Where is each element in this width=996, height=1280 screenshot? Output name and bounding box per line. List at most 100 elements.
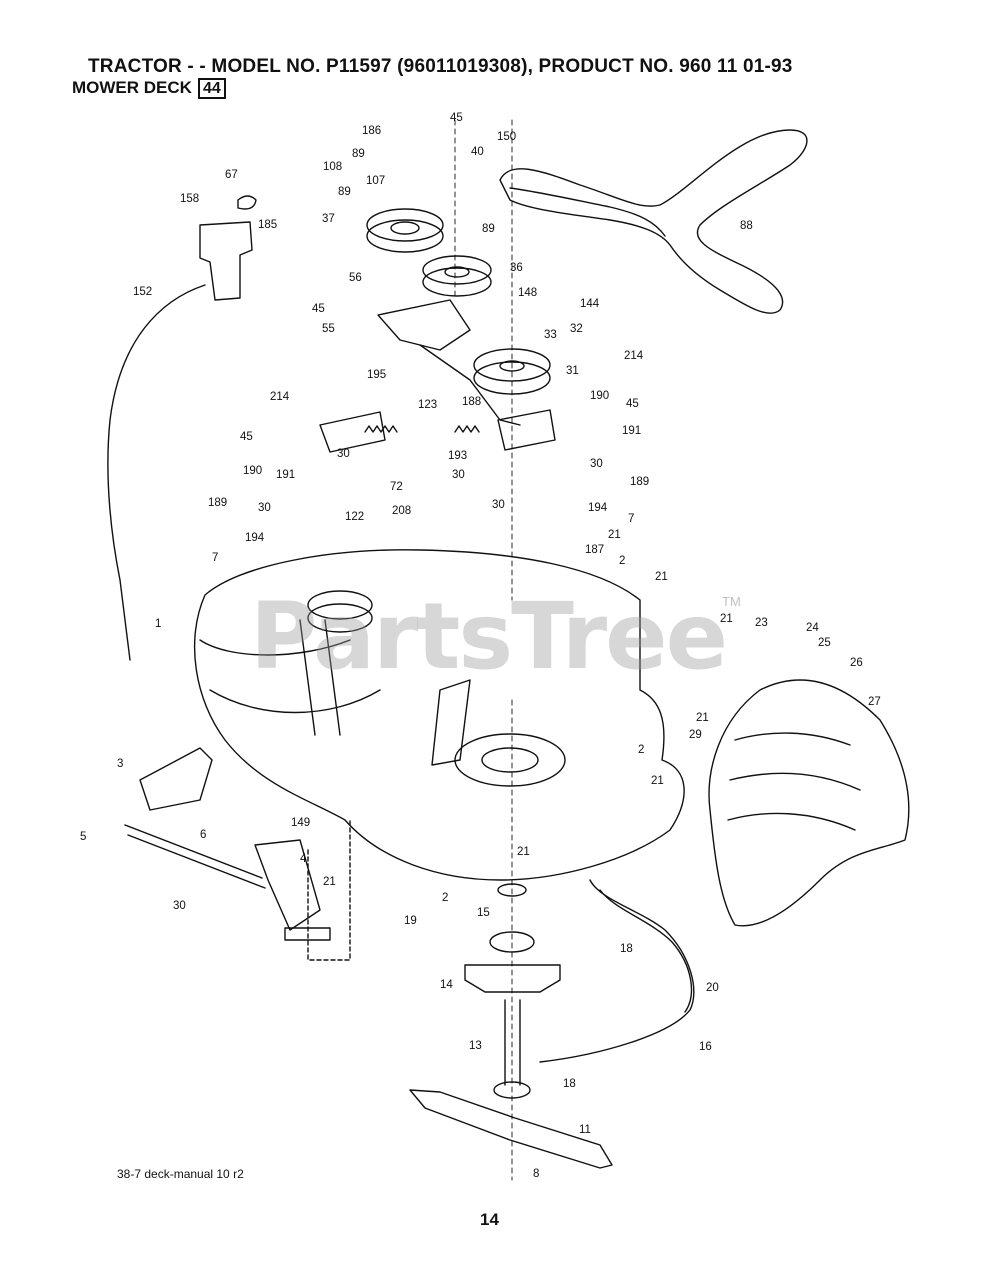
part-label: 186 (362, 125, 381, 137)
section-label: MOWER DECK (72, 78, 192, 97)
part-label: 21 (655, 571, 668, 583)
page-number: 14 (480, 1210, 499, 1229)
part-label: 21 (651, 775, 664, 787)
belt-drawing (499, 129, 808, 314)
part-label: 40 (471, 146, 484, 158)
drag-link-drawing (124, 824, 263, 879)
discharge-chute-drawing (708, 679, 910, 927)
part-label: 189 (630, 476, 649, 488)
part-label: 14 (440, 979, 453, 991)
part-label: 30 (590, 458, 603, 470)
part-label: 30 (492, 499, 505, 511)
page-title: TRACTOR - - MODEL NO. P11597 (9601101930… (88, 56, 793, 77)
lift-bracket-drawing (199, 221, 253, 301)
part-label: 8 (533, 1168, 539, 1180)
part-label: 3 (117, 758, 123, 770)
part-label: 88 (740, 220, 753, 232)
part-label: 191 (622, 425, 641, 437)
part-label: 36 (510, 262, 523, 274)
part-label: 1 (155, 618, 161, 630)
part-label: 6 (200, 829, 206, 841)
part-label: 21 (696, 712, 709, 724)
part-label: 13 (469, 1040, 482, 1052)
part-label: 7 (628, 513, 634, 525)
part-label: 194 (245, 532, 265, 544)
deck-pulley-drawing (307, 590, 373, 620)
part-label: 107 (366, 175, 385, 187)
front-bracket-drawing (139, 747, 213, 811)
part-label: 193 (448, 450, 467, 462)
part-label: 45 (240, 431, 253, 443)
part-label: 208 (392, 505, 411, 517)
part-label: 18 (620, 943, 633, 955)
part-label: 27 (868, 696, 881, 708)
part-label: 89 (338, 186, 351, 198)
part-label: 185 (258, 219, 277, 231)
part-label: 123 (418, 399, 437, 411)
part-label: 190 (243, 465, 262, 477)
pulley-36-drawing (422, 255, 492, 285)
part-label: 33 (544, 329, 557, 341)
part-label: 32 (570, 323, 583, 335)
part-label: 2 (442, 892, 448, 904)
part-label: 21 (608, 529, 621, 541)
cable-drawing (107, 284, 206, 661)
watermark: PartsTree (250, 583, 728, 690)
part-label: 149 (291, 817, 310, 829)
spring-drawing (364, 425, 480, 433)
part-label: 11 (579, 1124, 591, 1136)
part-label: 23 (755, 617, 768, 629)
part-label: 7 (212, 552, 218, 564)
part-label: 2 (619, 555, 625, 567)
part-label: 89 (352, 148, 365, 160)
part-label: 21 (720, 613, 733, 625)
part-label: 189 (208, 497, 227, 509)
part-label: 194 (588, 502, 608, 514)
part-label: 21 (323, 876, 336, 888)
part-label: 24 (806, 622, 819, 634)
part-label: 122 (345, 511, 364, 523)
part-label: 16 (699, 1041, 712, 1053)
part-label: 30 (452, 469, 465, 481)
part-label: 37 (322, 213, 335, 225)
part-label: 30 (258, 502, 271, 514)
part-label: 45 (312, 303, 325, 315)
part-label: 5 (80, 831, 86, 843)
part-label: 18 (563, 1078, 576, 1090)
part-label: 4 (300, 853, 307, 865)
part-label: 214 (270, 391, 290, 403)
part-label: 45 (626, 398, 639, 410)
part-label: 148 (518, 287, 537, 299)
part-label: 89 (482, 223, 495, 235)
part-label: 2 (638, 744, 644, 756)
part-label: 56 (349, 272, 362, 284)
part-label: 26 (850, 657, 863, 669)
part-label: 45 (450, 112, 463, 124)
part-label: 30 (173, 900, 186, 912)
part-label: 29 (689, 729, 702, 741)
part-label: 150 (497, 131, 516, 143)
part-label: 190 (590, 390, 609, 402)
part-label: 144 (580, 298, 600, 310)
part-label: 188 (462, 396, 481, 408)
part-label: 25 (818, 637, 831, 649)
part-label: 108 (323, 161, 342, 173)
part-label: 158 (180, 193, 199, 205)
deck-body-drawing (193, 549, 685, 881)
part-label: 187 (585, 544, 604, 556)
part-label: 214 (624, 350, 644, 362)
part-label: 31 (566, 365, 579, 377)
idler-bracket-drawing (377, 299, 471, 351)
idler-pulley-drawing (366, 208, 444, 242)
document-reference: 38-7 deck-manual 10 r2 (117, 1167, 244, 1181)
part-label: 72 (390, 481, 403, 493)
part-label: 67 (225, 169, 238, 181)
part-label: 195 (367, 369, 386, 381)
part-label: 19 (404, 915, 417, 927)
spindle-housing-drawing (464, 964, 561, 993)
blade-drawing (409, 1089, 613, 1169)
baffle-drawing (539, 879, 695, 1063)
part-label: 30 (337, 448, 350, 460)
part-label: 152 (133, 286, 152, 298)
